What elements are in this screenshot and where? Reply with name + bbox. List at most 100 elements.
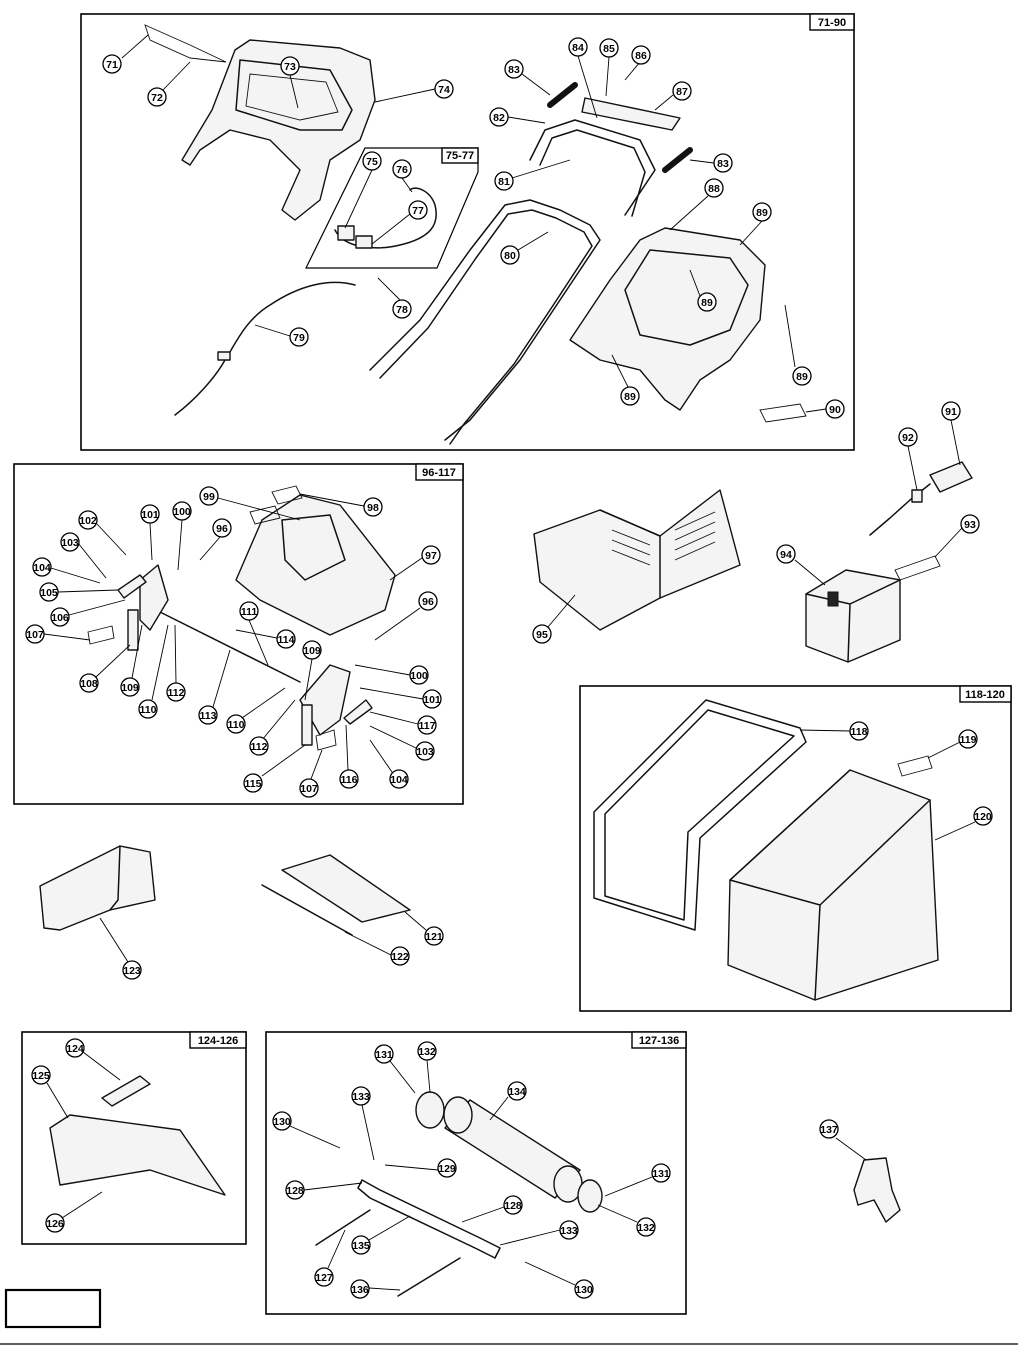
svg-text:78: 78 [396,304,408,316]
svg-text:100: 100 [173,506,191,518]
part-88-console [569,227,766,411]
svg-text:115: 115 [245,778,262,790]
callout-137: 137 [819,1119,867,1161]
group-label-118-120: 118-120 [965,689,1005,701]
svg-text:95: 95 [536,629,548,641]
callout-105: 105 [39,582,119,602]
callout-96-b: 96 [374,591,438,641]
svg-text:135: 135 [352,1240,370,1252]
part-87-switch-bar [581,97,681,131]
callout-113: 113 [198,649,231,725]
svg-text:112: 112 [168,687,185,699]
svg-text:131: 131 [375,1049,393,1061]
svg-text:114: 114 [278,634,295,646]
callout-121: 121 [404,911,444,946]
callout-107-a: 107 [25,624,91,644]
group-frame-118-120: 118-120 [579,685,1012,1012]
svg-text:127: 127 [315,1272,333,1284]
part-120-grass-bag [727,769,939,1001]
part-135-rear-axle [357,1179,501,1259]
callout-94: 94 [776,544,826,586]
svg-text:107: 107 [300,783,318,795]
callout-76: 76 [392,159,413,193]
svg-text:77: 77 [412,205,424,217]
svg-text:128: 128 [286,1185,304,1197]
callout-90: 90 [805,399,845,419]
part-132-wheels [415,1091,603,1213]
callout-129: 129 [384,1158,457,1178]
callout-124: 124 [65,1038,121,1081]
callout-122: 122 [344,931,410,966]
callout-128-b: 128 [461,1195,523,1223]
callout-101-a: 101 [140,504,160,561]
svg-text:113: 113 [200,710,217,722]
callout-89-a: 89 [739,202,772,246]
callout-79: 79 [254,324,309,347]
part-137-safety-key [853,1157,901,1223]
svg-text:91: 91 [945,406,957,418]
svg-text:86: 86 [635,50,647,62]
part-90-label [759,403,807,423]
svg-text:108: 108 [80,678,98,690]
part-97-rear-flap [235,494,396,636]
svg-text:87: 87 [676,86,688,98]
callout-104-b: 104 [369,739,409,789]
callout-120: 120 [934,806,993,841]
callout-109-a: 109 [120,624,143,697]
svg-text:125: 125 [32,1070,50,1082]
document-code-box [4,1288,102,1329]
part-79-cable [174,281,356,416]
svg-text:126: 126 [46,1218,64,1230]
callout-81: 81 [494,159,571,191]
callout-110-b: 110 [226,687,286,734]
svg-text:137: 137 [820,1124,838,1136]
svg-text:79: 79 [293,332,305,344]
svg-text:97: 97 [425,550,437,562]
callout-104-a: 104 [32,557,101,584]
svg-text:131: 131 [652,1168,670,1180]
svg-text:89: 89 [624,391,636,403]
group-label-71-90: 71-90 [818,17,846,29]
callout-133-b: 133 [499,1220,579,1246]
part-98-99-labels [249,485,303,525]
svg-text:103: 103 [416,746,434,758]
svg-text:101: 101 [141,509,159,521]
callout-95: 95 [532,594,576,644]
group-frame-71-90: 71-90 [80,13,855,451]
callout-111: 111 [239,601,269,666]
callout-130-b: 130 [524,1261,594,1299]
callout-87: 87 [654,81,692,111]
callout-125: 125 [31,1065,69,1119]
callout-83-lower: 83 [689,153,733,173]
svg-text:90: 90 [829,404,841,416]
svg-text:76: 76 [396,164,408,176]
svg-text:109: 109 [303,645,321,657]
callout-89-b: 89 [689,269,717,312]
svg-text:84: 84 [572,42,584,54]
part-74-upper-cover [181,39,376,221]
svg-text:101: 101 [423,694,441,706]
callout-109-b: 109 [302,640,322,701]
part-134-rear-roller [443,1096,583,1203]
callout-103-b: 103 [369,725,435,761]
callout-97: 97 [389,545,441,581]
callout-84: 84 [568,37,598,119]
svg-text:105: 105 [40,587,58,599]
svg-text:128: 128 [504,1200,522,1212]
part-94-battery [805,569,901,663]
svg-text:104: 104 [33,562,51,574]
part-93-label [894,555,941,581]
group-label-124-126: 124-126 [198,1035,238,1047]
svg-text:72: 72 [151,92,163,104]
callout-112-a: 112 [166,624,186,702]
callout-80: 80 [500,231,549,265]
callout-82: 82 [489,107,546,127]
callout-135: 135 [351,1215,411,1255]
callout-123: 123 [99,917,142,980]
callout-92: 92 [898,427,918,491]
svg-text:133: 133 [560,1225,578,1237]
svg-text:100: 100 [410,670,428,682]
callout-86: 86 [624,45,651,81]
svg-text:88: 88 [708,183,720,195]
